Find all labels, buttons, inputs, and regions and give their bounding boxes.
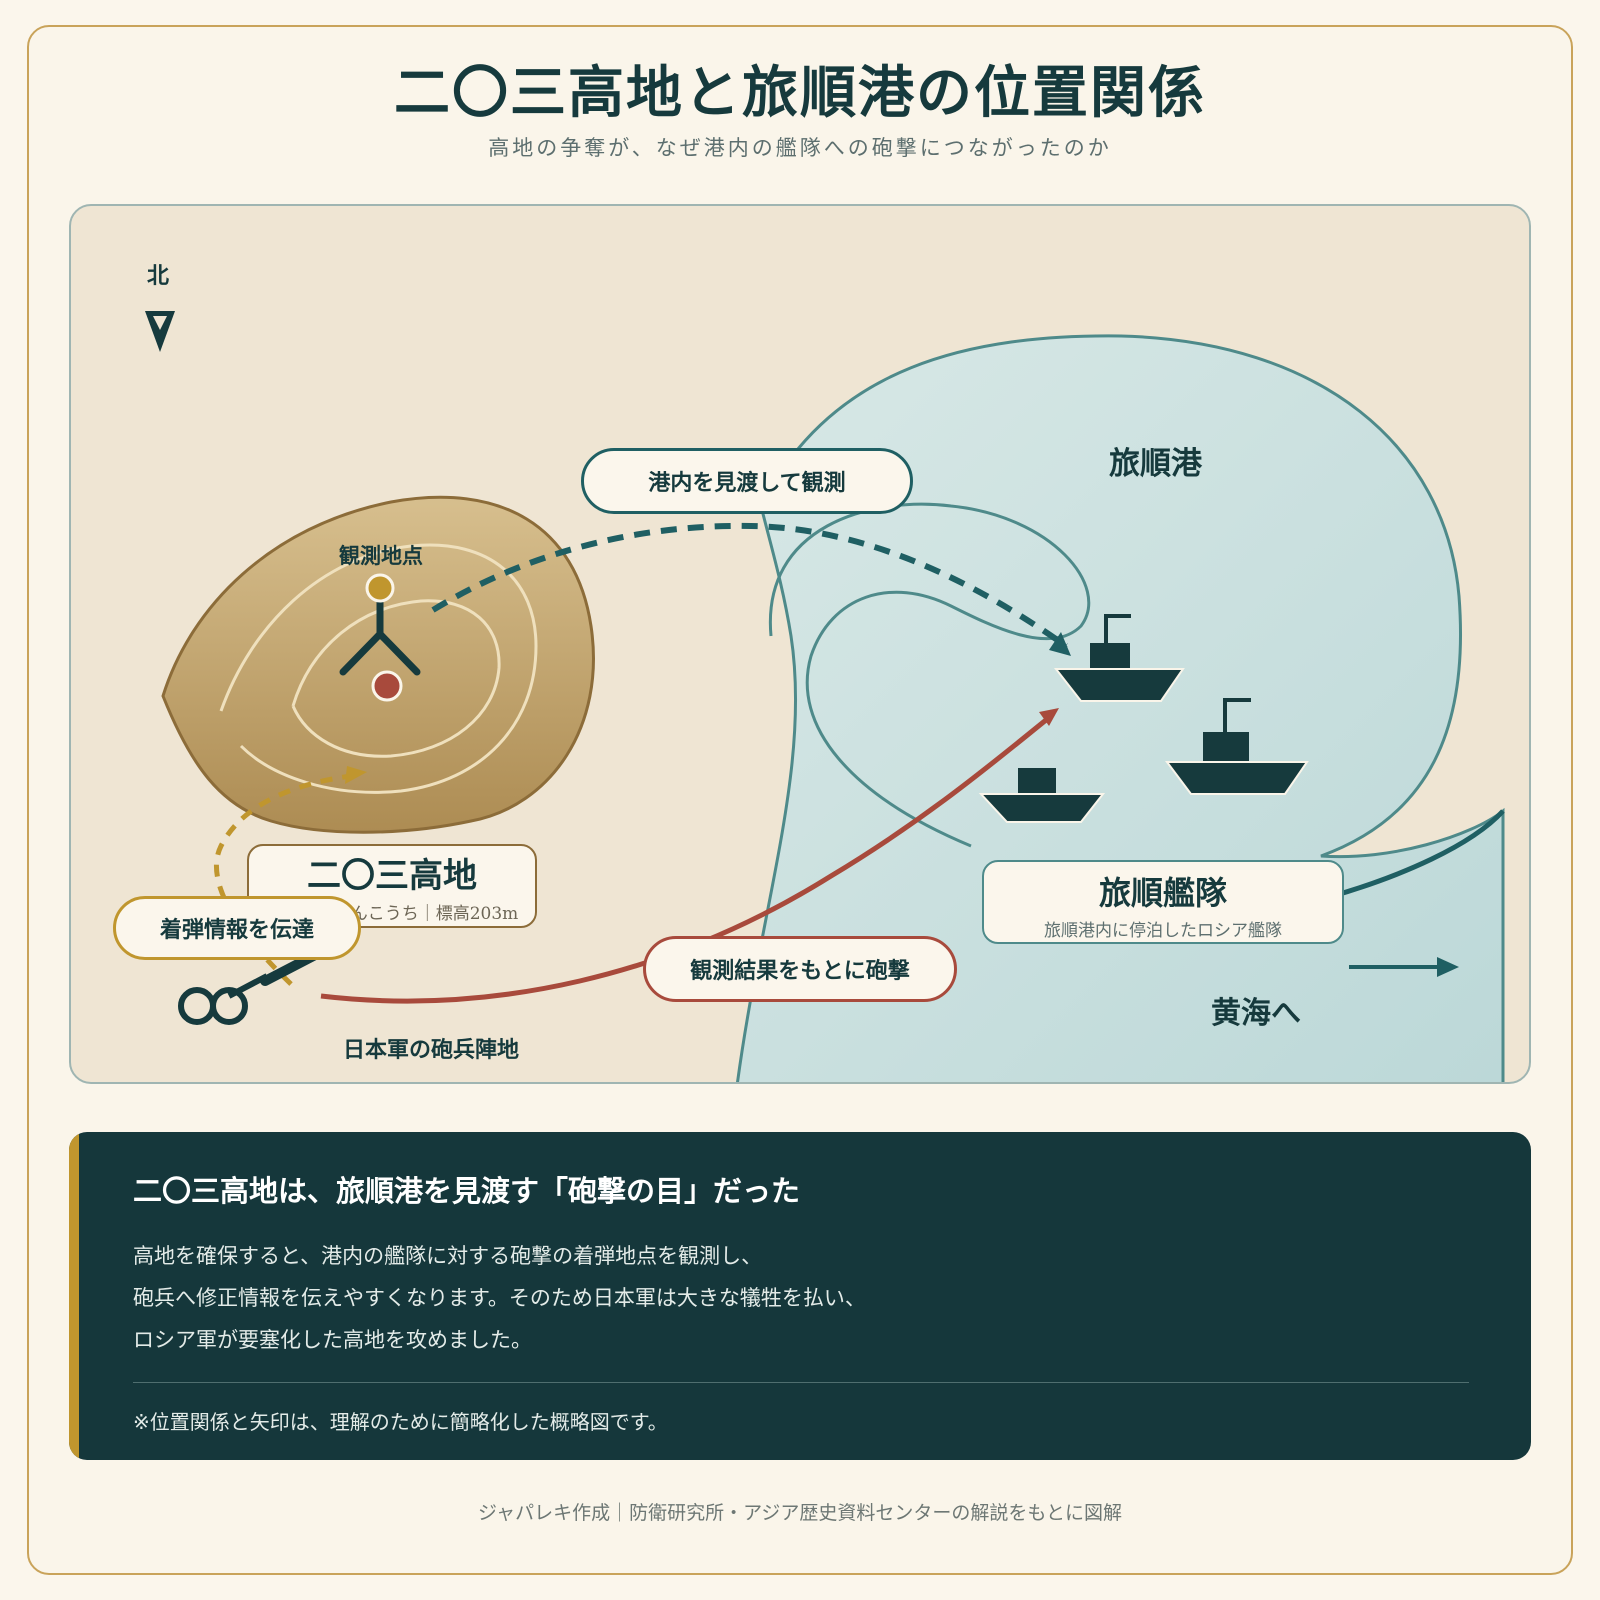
observation-point-label: 観測地点 <box>339 544 423 568</box>
observe-arrow <box>431 522 1068 649</box>
ship-icon-3 <box>978 768 1106 823</box>
hill-name: 二〇三高地 <box>307 856 477 896</box>
impact-info-arrowhead <box>345 766 367 784</box>
observe-pill: 港内を見渡して観測 <box>581 448 913 514</box>
observation-point <box>339 573 421 702</box>
ship-icon-1 <box>1053 614 1185 702</box>
page-title: 二〇三高地と旅順港の位置関係 <box>394 60 1206 126</box>
hill-contours <box>219 543 538 794</box>
summary-line-2: 砲兵へ修正情報を伝えやすくなります。そのため日本軍は大きな犠牲を払い、 <box>133 1286 866 1310</box>
fleet-subtitle: 旅順港内に停泊したロシア艦隊 <box>1044 921 1282 941</box>
north-arrow-icon <box>145 311 175 352</box>
north-label: 北 <box>147 264 170 289</box>
footer-credit: ジャパレキ作成｜防衛研究所・アジア歴史資料センターの解説をもとに図解 <box>478 1502 1122 1524</box>
summary-line-3: ロシア軍が要塞化した高地を攻めました。 <box>133 1328 532 1352</box>
summary-note: ※位置関係と矢印は、理解のために簡略化した概略図です。 <box>133 1410 668 1434</box>
summary-accent-bar <box>69 1132 79 1460</box>
fleet-card: 旅順艦隊 旅順港内に停泊したロシア艦隊 <box>982 860 1344 944</box>
summary-heading: 二〇三高地は、旅順港を見渡す「砲撃の目」だった <box>133 1174 801 1208</box>
bombard-arrowhead <box>1039 708 1059 726</box>
bombard-arrow <box>320 714 1053 1004</box>
ship-icon-2 <box>1165 698 1309 795</box>
impact-info-pill: 着弾情報を伝達 <box>113 896 361 960</box>
artillery-label: 日本軍の砲兵陣地 <box>343 1038 520 1063</box>
summary-divider <box>133 1382 1469 1383</box>
summary-line-1: 高地を確保すると、港内の艦隊に対する砲撃の着弾地点を観測し、 <box>133 1244 763 1268</box>
summary-box: 二〇三高地は、旅順港を見渡す「砲撃の目」だった 高地を確保すると、港内の艦隊に対… <box>69 1132 1531 1460</box>
bombard-pill: 観測結果をもとに砲撃 <box>643 936 957 1002</box>
coast-line <box>1332 809 1505 899</box>
yellow-sea-label: 黄海へ <box>1211 996 1301 1031</box>
harbor-label: 旅順港 <box>1109 446 1202 482</box>
binoculars-icon <box>178 949 322 1025</box>
page-subtitle: 高地の争奪が、なぜ港内の艦隊への砲撃につながったのか <box>488 136 1112 160</box>
yellow-sea-arrow-icon <box>1437 957 1459 977</box>
fleet-name: 旅順艦隊 <box>1098 874 1227 912</box>
map-panel: 北 旅順港 港内を見渡して観測 観測地点 二〇三高地 にひゃくさんこうち｜標高2… <box>69 204 1531 1084</box>
observe-arrowhead <box>1049 632 1071 656</box>
